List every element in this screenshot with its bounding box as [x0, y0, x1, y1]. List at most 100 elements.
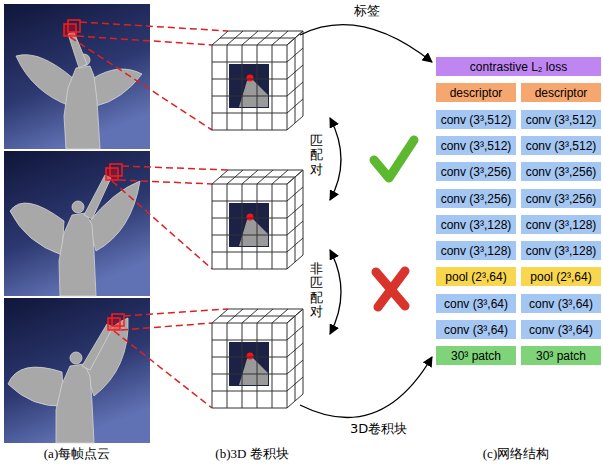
grid-part — [212, 323, 287, 324]
loss-band: contrastive L₂ loss — [436, 57, 601, 76]
grid-part — [257, 45, 258, 130]
pool-layer: pool (2³,64) — [436, 267, 516, 286]
grid-part — [212, 309, 303, 323]
grid-part — [227, 45, 228, 130]
layer-label: conv (3³,512) — [526, 139, 597, 153]
voxel-grid — [212, 31, 303, 408]
grid-part — [212, 252, 287, 253]
layer-label: conv (3³,256) — [526, 192, 597, 206]
point-cloud-frame — [4, 298, 150, 443]
layer-label: conv (3³,64) — [444, 323, 508, 337]
grid-part — [212, 184, 213, 269]
conv-layer: conv (3³,128) — [521, 215, 601, 234]
grid-part — [229, 64, 269, 108]
grid-part — [212, 374, 287, 375]
grid-part — [227, 323, 228, 408]
grid-part — [212, 31, 303, 45]
layer-label: conv (3³,256) — [441, 192, 512, 206]
grid-part — [212, 323, 213, 408]
conv-layer: conv (3³,512) — [436, 136, 516, 155]
grid-part — [287, 323, 288, 408]
grid-part — [212, 113, 287, 114]
grid-part — [228, 170, 303, 171]
grid-part — [287, 170, 303, 269]
grid-part — [295, 38, 296, 123]
layer-label: conv (3³,512) — [441, 113, 512, 127]
conv-layer: conv (3³,512) — [436, 110, 516, 129]
conv-layer: conv (3³,128) — [436, 215, 516, 234]
grid-part — [220, 177, 295, 178]
cross-mark — [376, 271, 405, 307]
subfigure-caption: (b)3D 卷积块 — [182, 445, 322, 463]
curved-arrow — [300, 25, 432, 418]
grid-part — [227, 184, 228, 269]
layer-label: conv (3³,512) — [526, 113, 597, 127]
pair-label: 匹配对 — [310, 134, 323, 177]
grid-part — [239, 218, 268, 246]
grid-part — [228, 31, 303, 32]
grid-part — [242, 323, 243, 408]
grid-part — [212, 45, 287, 130]
subfigure-caption: (a)每帧点云 — [7, 445, 147, 463]
layer-label: 30³ patch — [451, 349, 501, 363]
conv-layer: conv (3³,256) — [436, 189, 516, 208]
grid-part — [212, 184, 287, 269]
layer-label: conv (3³,256) — [441, 165, 512, 179]
grid-part — [212, 170, 303, 184]
layer-label: conv (3³,128) — [526, 218, 597, 232]
grid-part — [212, 235, 287, 236]
descriptor-box: descriptor — [521, 83, 601, 102]
grid-part — [212, 357, 287, 358]
arrow-label: 标签 — [354, 2, 380, 20]
grid-part — [247, 214, 254, 221]
grid-part — [220, 316, 295, 317]
layer-label: conv (3³,128) — [441, 218, 512, 232]
grid-part — [212, 391, 287, 392]
grid-part — [303, 170, 304, 255]
grid-part — [212, 184, 287, 185]
grid-part — [212, 45, 287, 46]
grid-part — [272, 184, 273, 269]
pool-layer: pool (2³,64) — [521, 267, 601, 286]
conv-layer: conv (3³,256) — [521, 162, 601, 181]
subfigure-caption: (c)网络结构 — [446, 445, 586, 463]
conv-layer: conv (3³,512) — [521, 136, 601, 155]
grid-part — [287, 31, 303, 130]
input-patch: 30³ patch — [521, 346, 601, 365]
grid-part — [212, 130, 287, 131]
grid-part — [212, 323, 287, 408]
grid-part — [242, 45, 243, 130]
grid-part — [212, 201, 287, 202]
layer-label: 30³ patch — [536, 349, 586, 363]
grid-part — [257, 323, 258, 408]
grid-part — [212, 96, 287, 97]
layer-label: conv (3³,128) — [441, 244, 512, 258]
grid-part — [220, 38, 295, 39]
conv-layer: conv (3³,128) — [521, 241, 601, 260]
conv-layer: conv (3³,64) — [521, 294, 601, 313]
grid-part — [212, 62, 287, 63]
point-cloud-frame — [4, 4, 150, 149]
grid-part — [257, 184, 258, 269]
grid-part — [239, 357, 268, 385]
descriptor-box: descriptor — [436, 83, 516, 102]
layer-label: contrastive L₂ loss — [470, 60, 567, 74]
arrow-label: 3D卷积块 — [350, 420, 407, 438]
input-patch: 30³ patch — [436, 346, 516, 365]
grid-part — [247, 75, 254, 82]
grid-part — [287, 184, 288, 269]
grid-part — [303, 31, 304, 116]
layer-label: pool (2³,64) — [445, 270, 506, 284]
layer-label: pool (2³,64) — [530, 270, 591, 284]
grid-part — [287, 45, 288, 130]
layer-label: conv (3³,512) — [441, 139, 512, 153]
layer-label: descriptor — [450, 86, 503, 100]
leader-line — [70, 22, 228, 408]
grid-part — [272, 45, 273, 130]
grid-part — [239, 79, 268, 107]
grid-part — [295, 177, 296, 262]
conv-layer: conv (3³,512) — [521, 110, 601, 129]
grid-part — [295, 316, 296, 401]
grid-part — [303, 309, 304, 394]
layer-label: conv (3³,128) — [526, 244, 597, 258]
